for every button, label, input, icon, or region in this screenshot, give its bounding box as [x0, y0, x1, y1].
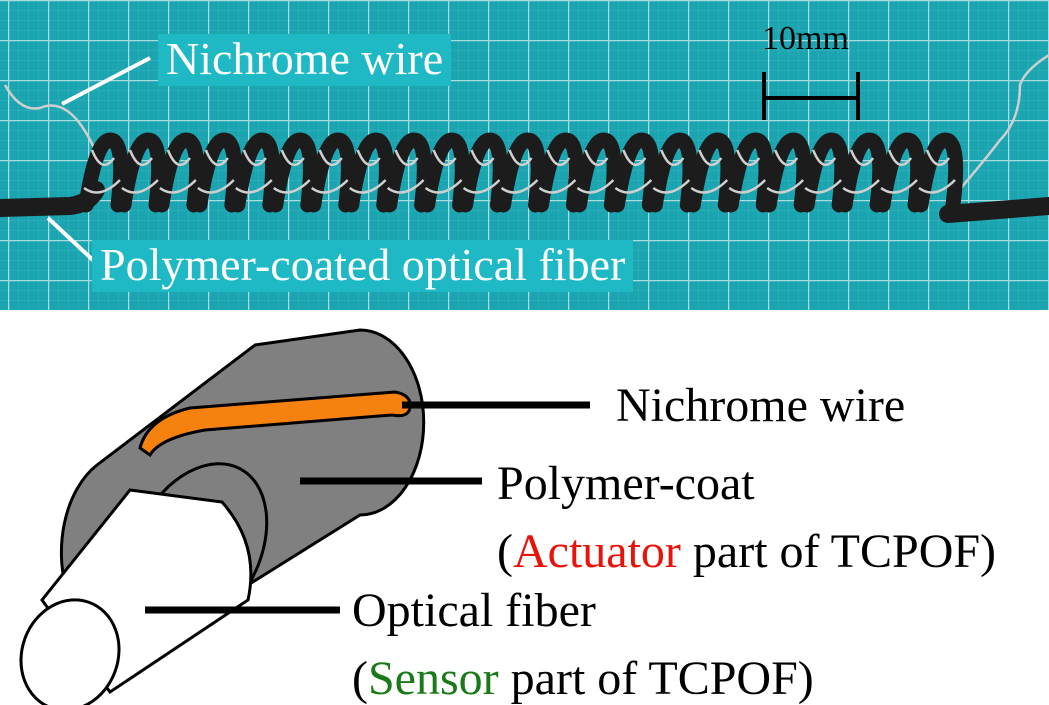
coil-turn	[875, 132, 926, 213]
nichrome-wrap	[424, 149, 463, 194]
actuator-note-open: (	[497, 525, 513, 578]
nichrome-wrap	[576, 149, 615, 194]
nichrome-wrap	[538, 149, 577, 194]
tcpof-coil	[78, 132, 964, 213]
wire-leader-line	[61, 56, 151, 106]
coil-turn	[799, 132, 850, 213]
nichrome-wrap	[462, 149, 501, 194]
nichrome-wrap	[690, 149, 729, 194]
coil-turn	[837, 132, 888, 213]
nichrome-wrap	[766, 149, 805, 194]
nichrome-wrap	[159, 149, 197, 194]
coil-turn	[913, 132, 964, 213]
label-nichrome-wire: Nichrome wire	[616, 379, 906, 432]
nichrome-wrap	[918, 149, 956, 194]
optical-fiber-end-face	[19, 598, 121, 705]
coil-turn	[344, 132, 394, 213]
nichrome-wrap	[235, 149, 273, 194]
coil-turn	[420, 132, 470, 213]
coil-turn	[647, 132, 698, 213]
coil-turn	[496, 132, 546, 213]
scale-bar	[762, 72, 860, 120]
actuator-note-rest: part of TCPOF)	[680, 525, 997, 578]
actuator-highlight: Actuator	[512, 525, 681, 578]
wire-end-right	[954, 53, 1049, 196]
coil-turn	[609, 132, 660, 213]
coil-turn	[306, 132, 356, 213]
coil-turn	[154, 132, 205, 213]
photo-label-nichrome-wire: Nichrome wire	[158, 34, 452, 86]
label-actuator-note: (Actuator part of TCPOF)	[497, 528, 996, 576]
scale-bar-label: 10mm	[762, 20, 849, 57]
nichrome-wrap	[386, 149, 425, 194]
nichrome-wrap	[728, 149, 767, 194]
coil-turn	[382, 132, 432, 213]
coil-turn	[571, 132, 622, 213]
coil-turn	[458, 132, 508, 213]
coil-turn	[761, 132, 812, 213]
nichrome-wrap	[880, 149, 918, 194]
fiber-end-right	[939, 197, 1049, 223]
nichrome-wrap	[121, 149, 159, 194]
coil-turn	[533, 132, 584, 213]
fiber-leader-line	[46, 216, 97, 264]
label-optical-fiber: Optical fiber	[352, 584, 596, 637]
coil-turn	[78, 132, 129, 213]
coil-turn	[230, 132, 280, 213]
nichrome-wrap	[652, 149, 691, 194]
sensor-note-rest: part of TCPOF)	[498, 652, 814, 705]
sensor-highlight: Sensor	[367, 652, 499, 705]
coil-turn	[685, 132, 736, 213]
nichrome-wrap	[197, 149, 235, 194]
nichrome-wrap	[842, 149, 880, 194]
coil-turn	[723, 132, 774, 213]
label-sensor-note: (Sensor part of TCPOF)	[352, 655, 814, 703]
nichrome-wrap	[273, 149, 311, 194]
label-polymer-coat: Polymer-coat	[497, 457, 755, 510]
coil-turn	[268, 132, 318, 213]
sensor-note-open: (	[352, 652, 368, 705]
nichrome-wrap	[804, 149, 843, 194]
tcpof-schematic	[19, 328, 590, 705]
nichrome-wrap	[348, 149, 387, 194]
wire-end-left	[3, 84, 97, 151]
nichrome-wrap	[500, 149, 539, 194]
nichrome-wrap	[310, 149, 349, 194]
nichrome-wrap	[83, 149, 121, 194]
nichrome-wrap	[614, 149, 653, 194]
coil-turn	[192, 132, 243, 213]
photo-label-optical-fiber: Polymer-coated optical fiber	[92, 240, 634, 292]
coil-turn	[116, 132, 167, 213]
